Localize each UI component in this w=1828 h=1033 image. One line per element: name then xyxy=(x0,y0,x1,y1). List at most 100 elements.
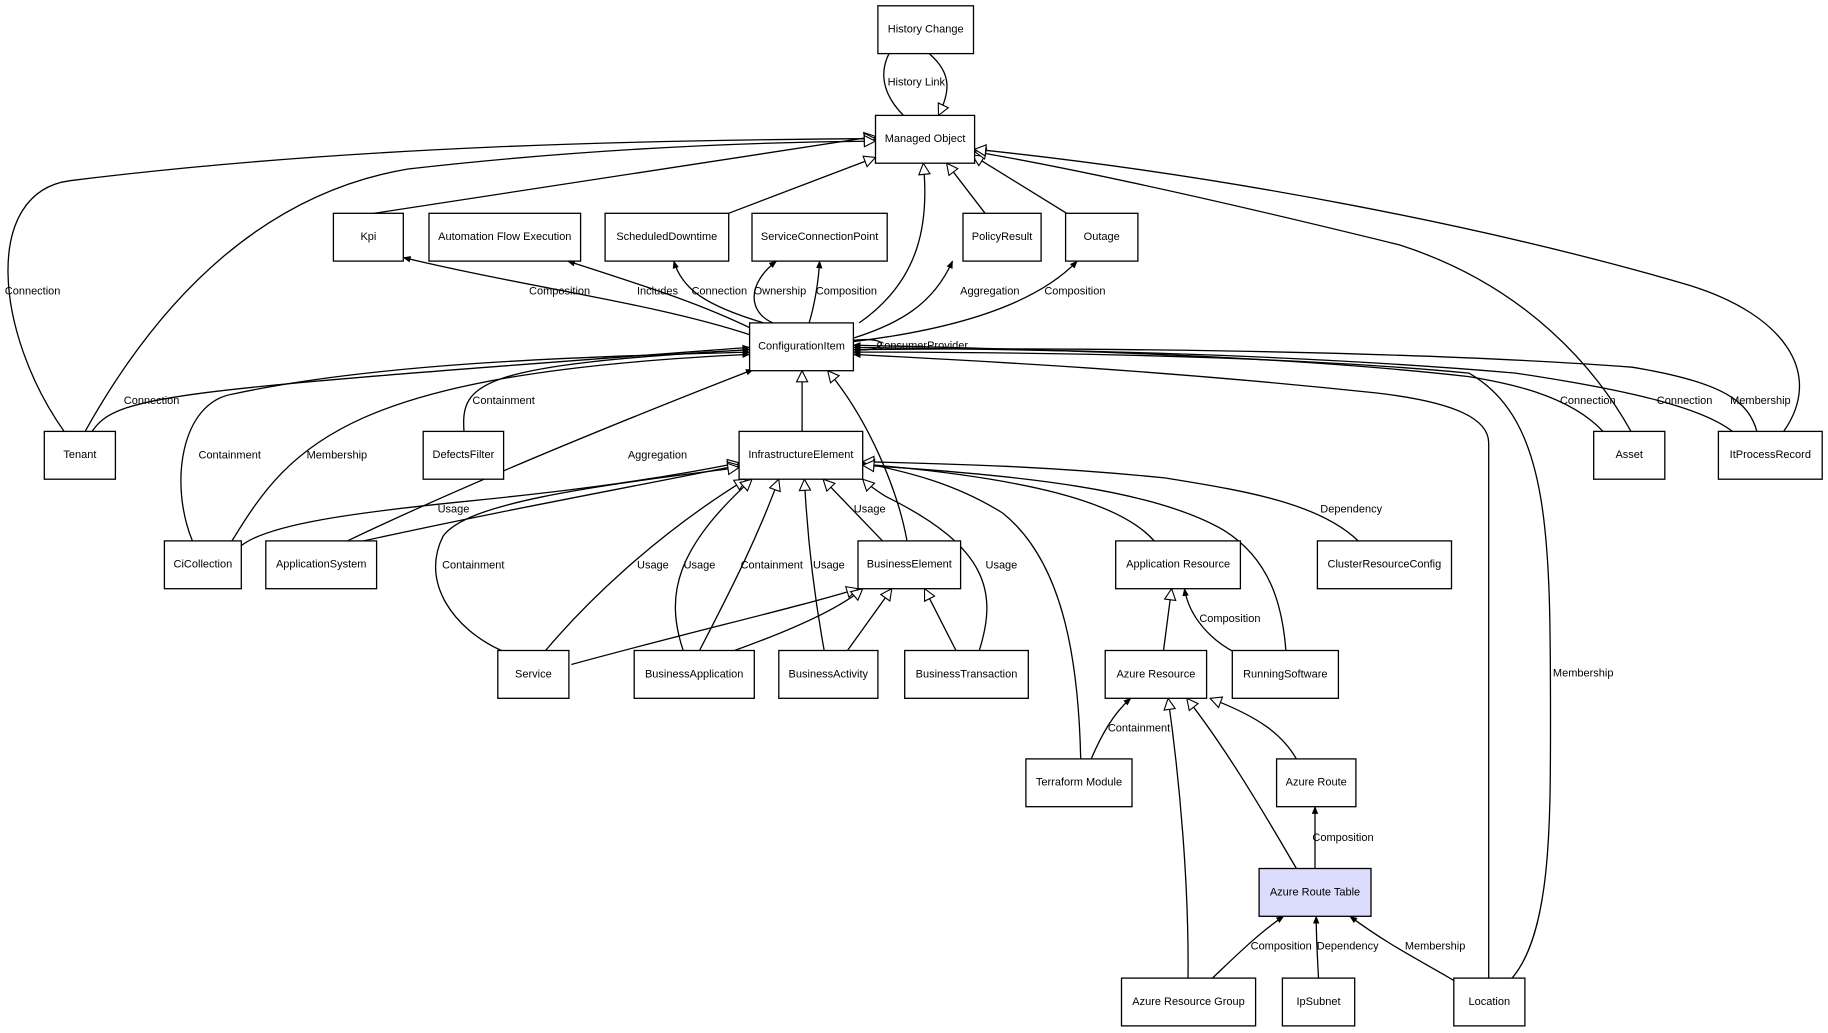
class-node-box[interactable] xyxy=(751,212,888,262)
edge-line xyxy=(852,351,1490,979)
edge-line xyxy=(852,348,1552,979)
class-node-managed[interactable]: Managed Object xyxy=(874,114,976,164)
class-node-service[interactable]: Service xyxy=(497,649,570,699)
class-node-box[interactable] xyxy=(163,540,242,590)
class-node-policy[interactable]: PolicyResult xyxy=(962,212,1042,262)
class-node-ipsub[interactable]: IpSubnet xyxy=(1281,977,1356,1027)
class-node-azrg[interactable]: Azure Resource Group xyxy=(1120,977,1257,1027)
class-node-box[interactable] xyxy=(778,649,879,699)
class-node-bapp[interactable]: BusinessApplication xyxy=(633,649,755,699)
edge-label: Usage xyxy=(684,559,716,571)
edge-line xyxy=(863,465,1287,651)
edge-line xyxy=(240,463,739,547)
class-node-azroute[interactable]: Azure Route xyxy=(1275,758,1357,808)
class-node-scp[interactable]: ServiceConnectionPoint xyxy=(751,212,888,262)
class-node-be[interactable]: BusinessElement xyxy=(857,540,962,590)
class-node-asset[interactable]: Asset xyxy=(1593,430,1666,480)
class-node-appsys[interactable]: ApplicationSystem xyxy=(265,540,378,590)
class-node-box[interactable] xyxy=(1281,977,1356,1027)
edge-label: Composition xyxy=(529,285,590,297)
class-node-outage[interactable]: Outage xyxy=(1064,212,1139,262)
edge-label: Membership xyxy=(1730,395,1791,407)
class-node-ci[interactable]: ConfigurationItem xyxy=(748,322,855,372)
class-node-box[interactable] xyxy=(1258,867,1372,917)
edge-line xyxy=(853,260,954,339)
class-node-box[interactable] xyxy=(633,649,755,699)
class-node-box[interactable] xyxy=(604,212,730,262)
class-node-box[interactable] xyxy=(962,212,1042,262)
class-node-bact[interactable]: BusinessActivity xyxy=(778,649,879,699)
class-node-box[interactable] xyxy=(857,540,962,590)
class-node-box[interactable] xyxy=(1593,430,1666,480)
class-node-infra[interactable]: InfrastructureElement xyxy=(738,430,864,480)
edge-label: Membership xyxy=(1405,941,1466,953)
class-node-box[interactable] xyxy=(877,5,975,55)
class-node-kpi[interactable]: Kpi xyxy=(332,212,404,262)
class-node-box[interactable] xyxy=(1120,977,1257,1027)
class-node-box[interactable] xyxy=(43,430,117,480)
class-node-label: Outage xyxy=(1084,231,1120,243)
class-node-location[interactable]: Location xyxy=(1453,977,1526,1027)
edge-label: Containment xyxy=(472,395,534,407)
class-node-box[interactable] xyxy=(1115,540,1242,590)
edge-line xyxy=(402,256,750,336)
class-node-cicoll[interactable]: CiCollection xyxy=(163,540,242,590)
edge-line xyxy=(545,479,747,651)
class-node-label: Location xyxy=(1469,996,1511,1008)
class-node-crc[interactable]: ClusterResourceConfig xyxy=(1316,540,1453,590)
class-node-label: Asset xyxy=(1615,449,1643,461)
class-node-runsw[interactable]: RunningSoftware xyxy=(1231,649,1340,699)
class-node-label: Kpi xyxy=(360,231,376,243)
edge-line xyxy=(374,136,875,214)
edge-label: Connection xyxy=(124,395,180,407)
edge-line xyxy=(852,344,1733,432)
class-node-label: BusinessApplication xyxy=(645,668,743,680)
edge-label: Composition xyxy=(816,285,877,297)
edge-label: Usage xyxy=(854,503,886,515)
class-node-box[interactable] xyxy=(1453,977,1526,1027)
class-node-box[interactable] xyxy=(1717,430,1823,480)
edge-line xyxy=(947,163,986,214)
class-node-azres[interactable]: Azure Resource xyxy=(1104,649,1208,699)
edge-label: Connection xyxy=(1560,395,1616,407)
class-node-label: ItProcessRecord xyxy=(1730,449,1811,461)
edge-label: Connection xyxy=(5,285,61,297)
class-node-box[interactable] xyxy=(265,540,378,590)
class-node-label: Service xyxy=(515,668,552,680)
class-node-history[interactable]: History Change xyxy=(877,5,975,55)
edge-line xyxy=(858,163,925,324)
edge-line xyxy=(734,589,863,652)
class-node-box[interactable] xyxy=(1064,212,1139,262)
class-node-box[interactable] xyxy=(1275,758,1357,808)
edge-label: Usage xyxy=(438,503,470,515)
class-node-afe[interactable]: Automation Flow Execution xyxy=(428,212,582,262)
class-node-box[interactable] xyxy=(874,114,976,164)
class-node-appres[interactable]: Application Resource xyxy=(1115,540,1242,590)
class-node-box[interactable] xyxy=(1104,649,1208,699)
edge-label: Dependency xyxy=(1317,941,1379,953)
class-node-tfmod[interactable]: Terraform Module xyxy=(1025,758,1133,808)
class-node-box[interactable] xyxy=(904,649,1029,699)
edge-line xyxy=(804,479,825,651)
class-node-label: BusinessActivity xyxy=(789,668,869,680)
class-node-box[interactable] xyxy=(332,212,404,262)
edge-line xyxy=(180,349,751,542)
edge-line xyxy=(828,371,908,542)
class-node-box[interactable] xyxy=(497,649,570,699)
class-node-box[interactable] xyxy=(738,430,864,480)
class-node-box[interactable] xyxy=(1025,758,1133,808)
class-node-box[interactable] xyxy=(748,322,855,372)
class-node-defects[interactable]: DefectsFilter xyxy=(422,430,505,480)
class-node-box[interactable] xyxy=(1316,540,1453,590)
edge-line xyxy=(1211,915,1285,979)
edge-label: Containment xyxy=(1108,723,1170,735)
edge-line xyxy=(567,260,755,331)
class-node-box[interactable] xyxy=(428,212,582,262)
class-node-tenant[interactable]: Tenant xyxy=(43,430,117,480)
class-node-sched[interactable]: ScheduledDowntime xyxy=(604,212,730,262)
class-node-box[interactable] xyxy=(422,430,505,480)
class-node-azrt[interactable]: Azure Route Table xyxy=(1258,867,1372,917)
class-node-itpr[interactable]: ItProcessRecord xyxy=(1717,430,1823,480)
class-node-btx[interactable]: BusinessTransaction xyxy=(904,649,1029,699)
class-node-box[interactable] xyxy=(1231,649,1340,699)
